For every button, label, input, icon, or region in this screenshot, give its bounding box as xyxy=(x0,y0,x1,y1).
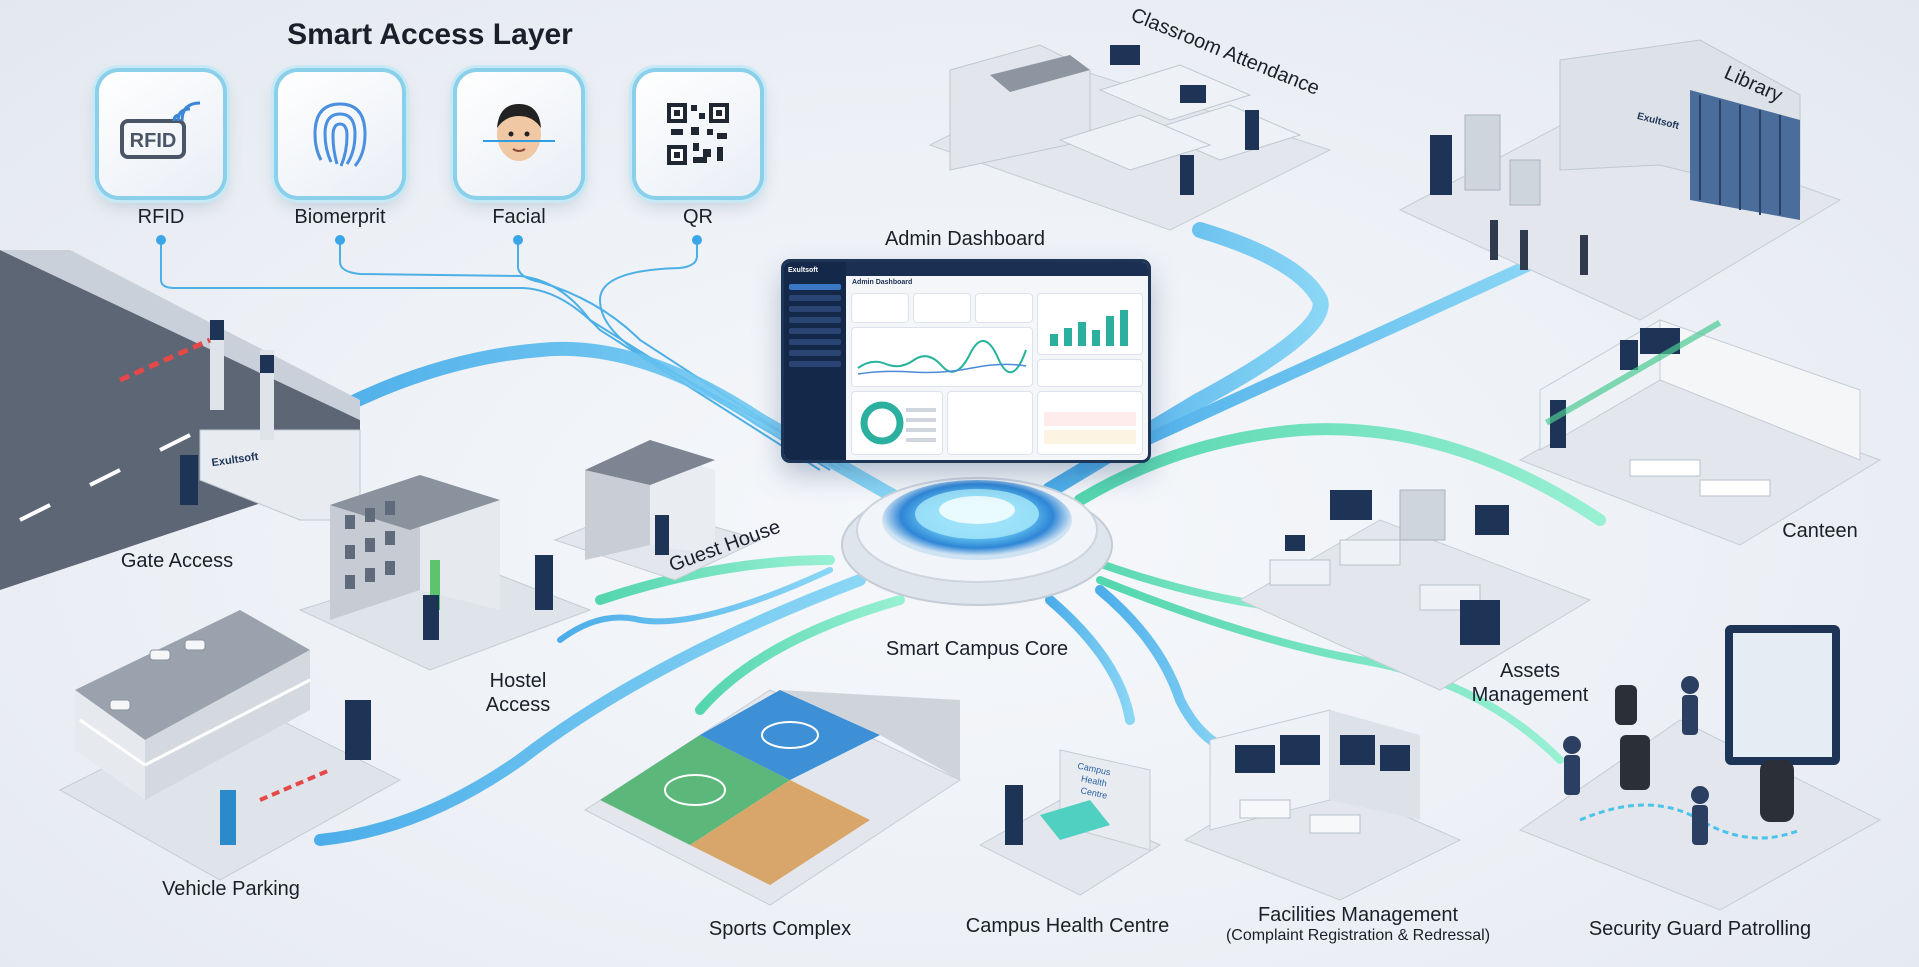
assets-management-illustration xyxy=(1238,489,1592,691)
dashboard-screen-title: Admin Dashboard xyxy=(852,279,913,286)
guest-house-building xyxy=(553,440,762,581)
qr-code-icon xyxy=(667,103,729,165)
face-icon xyxy=(483,104,555,161)
smart-access-layer-title: Smart Access Layer xyxy=(287,18,573,51)
access-cables xyxy=(160,240,851,471)
rfid-icon: RFID xyxy=(120,101,201,159)
rfid-tile-text: RFID xyxy=(130,130,177,152)
facilities-management-illustration xyxy=(1183,709,1462,901)
canteen-label: Canteen xyxy=(1782,520,1858,542)
biometric-tile xyxy=(278,72,402,196)
rfid-tile: RFID xyxy=(99,72,223,196)
sports-complex-illustration xyxy=(584,689,962,906)
gate-access-label: Gate Access xyxy=(120,550,234,572)
security-guard-patrolling-label: Security Guard Patrolling xyxy=(1588,918,1812,940)
admin-dashboard-screen: Exultsoft Admin Dashboard xyxy=(784,262,1148,460)
dashboard-donut-mini-chart xyxy=(860,401,936,445)
smart-campus-core-hub xyxy=(841,477,1113,606)
dashboard-sidebar: Exultsoft xyxy=(784,262,846,460)
gate-access-illustration xyxy=(0,250,361,590)
dashboard-topbar xyxy=(846,262,1148,276)
facial-tile xyxy=(457,72,581,196)
campus-health-centre-label: Campus Health Centre xyxy=(965,915,1170,937)
facilities-management-sublabel: (Complaint Registration & Redressal) xyxy=(1225,927,1491,944)
admin-dashboard-label: Admin Dashboard xyxy=(884,228,1046,250)
security-patrolling-illustration xyxy=(1518,625,1882,911)
assets-management-label-line1: Assets xyxy=(1499,660,1561,682)
classroom-attendance-illustration xyxy=(928,44,1332,231)
campus-health-centre-illustration xyxy=(978,749,1162,896)
library-illustration xyxy=(1398,39,1842,321)
facilities-management-label: Facilities Management xyxy=(1257,904,1459,926)
dashboard-brand: Exultsoft xyxy=(788,267,818,274)
sports-complex-label: Sports Complex xyxy=(708,918,852,940)
vehicle-parking-structure xyxy=(58,610,402,881)
data-roads xyxy=(293,222,1606,846)
rfid-label: RFID xyxy=(137,206,185,228)
canteen-illustration xyxy=(1518,319,1882,546)
smart-campus-core-label: Smart Campus Core xyxy=(885,638,1069,660)
dashboard-bar-mini-chart xyxy=(1050,310,1128,346)
hostel-building xyxy=(298,475,592,671)
qr-label: QR xyxy=(683,206,713,228)
hostel-access-label-line1: Hostel xyxy=(489,670,547,692)
assets-management-label-line2: Management xyxy=(1471,684,1589,706)
hostel-access-label-line2: Access xyxy=(485,694,551,716)
vehicle-parking-label: Vehicle Parking xyxy=(162,878,300,900)
fingerprint-icon xyxy=(313,102,367,167)
facial-label: Facial xyxy=(492,206,546,228)
biometric-label: Biomerprit xyxy=(294,206,386,228)
dashboard-line-mini-chart xyxy=(857,340,1027,375)
qr-tile xyxy=(636,72,760,196)
